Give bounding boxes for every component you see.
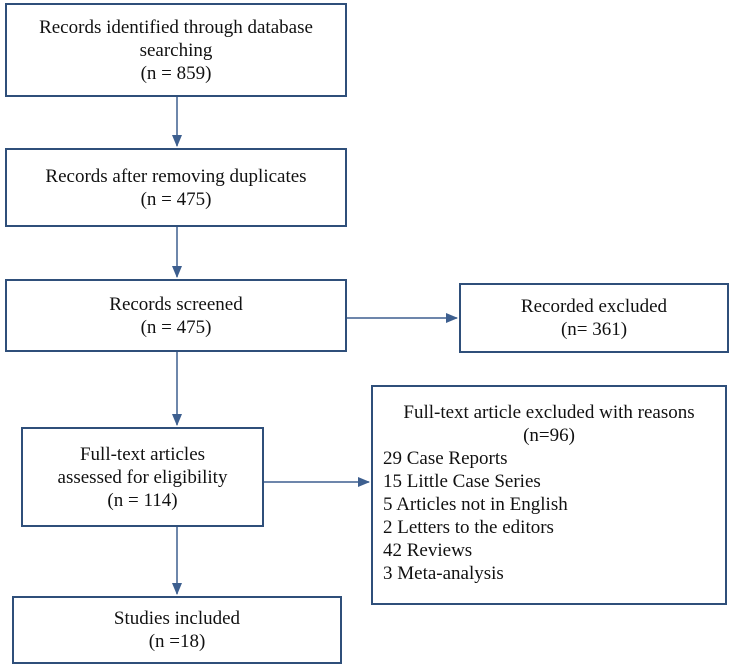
identified-label-2: searching bbox=[139, 39, 213, 61]
fulltext-count: (n = 114) bbox=[107, 489, 178, 511]
reason-item: 29 Case Reports bbox=[383, 448, 508, 469]
box-full-text-assessed: Full-text articles assessed for eligibil… bbox=[21, 427, 264, 527]
screened-label: Records screened bbox=[109, 293, 243, 315]
box-records-screened: Records screened (n = 475) bbox=[5, 279, 347, 352]
box-records-excluded: Recorded excluded (n= 361) bbox=[459, 283, 729, 353]
box-records-after-duplicates: Records after removing duplicates (n = 4… bbox=[5, 148, 347, 227]
excluded-count: (n= 361) bbox=[560, 319, 628, 340]
box-records-identified: Records identified through database sear… bbox=[5, 3, 347, 97]
box-full-text-excluded: Full-text article excluded with reasons … bbox=[371, 385, 727, 605]
identified-count: (n = 859) bbox=[140, 62, 212, 84]
fulltext-excluded-count: (n=96) bbox=[523, 425, 575, 446]
screened-count: (n = 475) bbox=[140, 316, 212, 338]
included-count: (n =18) bbox=[148, 631, 206, 652]
reason-item: 5 Articles not in English bbox=[383, 494, 568, 515]
duplicates-count: (n = 475) bbox=[140, 188, 212, 210]
box-studies-included: Studies included (n =18) bbox=[12, 596, 342, 664]
reason-item: 42 Reviews bbox=[383, 540, 473, 561]
reason-item: 2 Letters to the editors bbox=[383, 517, 554, 538]
excluded-label: Recorded excluded bbox=[520, 296, 668, 317]
fulltext-excluded-title: Full-text article excluded with reasons bbox=[403, 402, 695, 423]
exclusion-reasons-list: 29 Case Reports 15 Little Case Series 5 … bbox=[383, 447, 715, 585]
reason-item: 15 Little Case Series bbox=[383, 471, 541, 492]
included-label: Studies included bbox=[113, 608, 241, 629]
duplicates-label: Records after removing duplicates bbox=[45, 165, 307, 187]
reason-item: 3 Meta-analysis bbox=[383, 563, 504, 584]
fulltext-label-1: Full-text articles bbox=[79, 443, 206, 465]
identified-label-1: Records identified through database bbox=[39, 16, 313, 38]
fulltext-label-2: assessed for eligibility bbox=[57, 466, 228, 488]
